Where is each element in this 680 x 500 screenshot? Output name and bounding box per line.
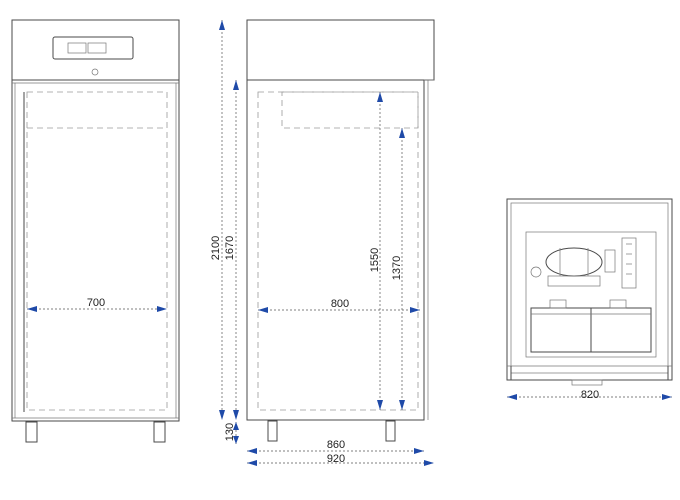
side-inner-outline [257, 91, 419, 411]
top-outline [506, 198, 673, 381]
label-inner-height-2: 1370 [391, 256, 403, 280]
side-view: 800 1550 1370 2100 1670 130 860 [210, 19, 435, 466]
label-inner-width-front: 700 [87, 297, 105, 309]
label-inner-width-side: 800 [331, 298, 349, 310]
label-total-height: 2100 [210, 236, 222, 260]
gauge-icon [530, 266, 542, 278]
side-top-box [246, 19, 435, 81]
side-foot-right [385, 420, 396, 442]
condenser-block-left [530, 307, 592, 353]
front-cabinet-outline [11, 19, 180, 422]
drain-connector-icon [571, 379, 603, 386]
compressor-icon [545, 247, 603, 277]
side-body-outline [246, 79, 425, 421]
label-body-height: 1670 [224, 236, 236, 260]
display-screen-icon [67, 42, 87, 54]
display-buttons-icon [87, 42, 107, 54]
label-total-depth: 920 [327, 453, 345, 465]
label-inner-height-1: 1550 [369, 248, 381, 272]
lock-icon [91, 68, 99, 76]
label-feet-height: 130 [224, 423, 236, 441]
top-view: 820 [506, 198, 673, 401]
machine-compartment [525, 231, 657, 358]
condenser-block-right [590, 307, 652, 353]
side-foot-left [267, 420, 278, 442]
front-view: 700 [11, 19, 180, 443]
label-body-depth: 860 [327, 439, 345, 451]
front-inner-outline [26, 91, 168, 411]
front-foot-right [153, 421, 166, 443]
label-top-width: 820 [581, 389, 599, 401]
control-panel [52, 36, 134, 60]
control-unit-icon [621, 237, 637, 289]
front-foot-left [25, 421, 38, 443]
side-evaporator-outline [281, 91, 419, 129]
